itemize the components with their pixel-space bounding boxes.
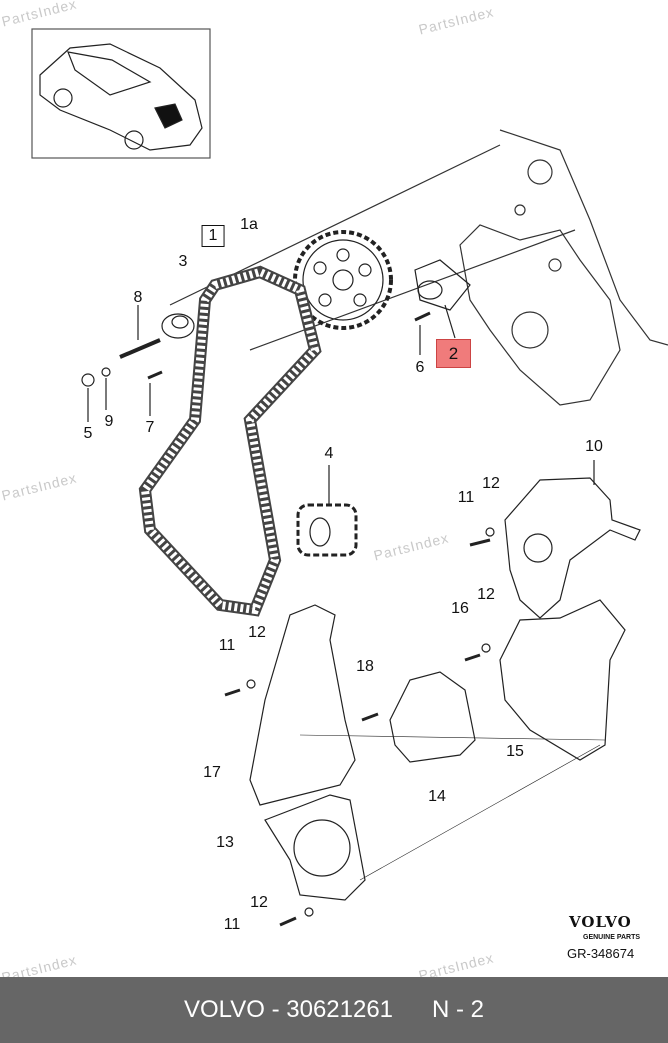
callout-11[interactable]: 11	[223, 916, 241, 933]
callout-2-highlighted[interactable]: 2	[436, 339, 471, 368]
callout-8[interactable]: 8	[133, 289, 143, 306]
callout-11[interactable]: 11	[218, 637, 236, 654]
callout-12[interactable]: 12	[482, 475, 500, 492]
front-cover-upper	[249, 604, 356, 806]
bolt	[147, 370, 163, 380]
callout-9[interactable]: 9	[104, 413, 114, 430]
callout-6[interactable]: 6	[415, 359, 425, 376]
timing-belt	[138, 265, 322, 617]
camshaft-gear	[293, 230, 393, 330]
callout-17[interactable]: 17	[203, 764, 221, 781]
rear-cover-upper	[504, 477, 641, 619]
diagram-number: GR-348674	[567, 946, 635, 961]
callout-11[interactable]: 11	[457, 489, 475, 506]
idler-pulley	[414, 259, 471, 355]
callout-15[interactable]: 15	[506, 743, 524, 760]
tensioner-pulley	[119, 305, 195, 359]
callout-12[interactable]: 12	[248, 624, 266, 641]
housing	[389, 671, 476, 763]
callout-16[interactable]: 16	[451, 600, 469, 617]
callout-7[interactable]: 7	[145, 419, 155, 436]
callout-1a[interactable]: 1a	[240, 216, 258, 233]
callout-12[interactable]: 12	[477, 586, 495, 603]
callout-4[interactable]: 4	[324, 445, 334, 462]
front-cover-lower	[264, 794, 366, 901]
callout-14[interactable]: 14	[428, 788, 446, 805]
crankshaft-gear	[296, 465, 358, 557]
washer	[101, 367, 111, 377]
callout-5[interactable]: 5	[83, 425, 93, 442]
callout-13[interactable]: 13	[216, 834, 234, 851]
vehicle-locator-thumbnail	[31, 28, 211, 159]
diagram-position: N - 2	[432, 996, 485, 1023]
nut	[81, 373, 95, 387]
callout-1[interactable]: 1	[201, 225, 225, 247]
callout-18[interactable]: 18	[356, 658, 374, 675]
genuine-parts-tagline: GENUINE PARTS	[583, 934, 641, 941]
exploded-parts-diagram	[31, 28, 668, 927]
volvo-logo: VOLVO	[569, 913, 632, 931]
part-number: VOLVO - 30621261	[184, 996, 394, 1023]
rear-cover-lower	[499, 599, 626, 761]
footer-bar: VOLVO - 30621261 N - 2	[0, 977, 668, 1043]
callout-10[interactable]: 10	[585, 438, 603, 455]
callout-3[interactable]: 3	[178, 253, 188, 270]
callout-12[interactable]: 12	[250, 894, 268, 911]
